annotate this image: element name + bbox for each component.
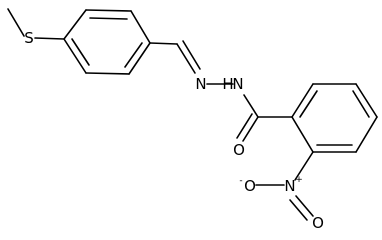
bond-imine-double (182, 40, 201, 70)
structural-formula: S N N H O N + O - O (7, 8, 378, 231)
bond-layer (7, 8, 378, 221)
imine-nitrogen-atom: N (195, 75, 206, 93)
bond-nitro-double (295, 195, 314, 217)
carbonyl-oxygen-atom: O (233, 141, 245, 159)
sulfur-atom: S (24, 29, 34, 47)
ring1-inner-bond (71, 38, 90, 66)
ring1-bond (63, 9, 87, 40)
nitro-oxygen-minus-atom: O (244, 177, 256, 195)
hydrazide-nitrogen-atom: N (232, 75, 243, 93)
ring2-bond (355, 116, 378, 153)
ring2-bond (355, 83, 378, 118)
bond-carbonyl-double (236, 113, 253, 139)
bond-nitro-double (289, 199, 308, 221)
nitro-nitrogen-atom: N (284, 177, 295, 195)
bond-imine-double (176, 43, 196, 74)
ring2-bond (291, 116, 314, 153)
bond-methyl-sulfur (7, 8, 25, 37)
ring1-bond (85, 9, 132, 12)
bond-ring-nitro (294, 151, 314, 181)
atom-layer: S N N H O N + O - O (24, 29, 324, 231)
bond-ring-methine (149, 42, 178, 45)
bond-sulfur-ring (34, 37, 65, 40)
ring1-bond (130, 10, 151, 44)
ring1-bond (63, 38, 87, 74)
ring2-inner-bond (352, 90, 370, 118)
bond-carbonyl-double (242, 116, 259, 142)
nitro-oxygen-charge: - (239, 176, 242, 186)
ring1-bond (85, 72, 130, 75)
hydrazide-hydrogen-atom: H (222, 75, 233, 93)
ring1-inner-bond (124, 42, 143, 68)
ring1-inner-bond (89, 17, 128, 20)
nitro-oxygen-atom: O (312, 214, 324, 231)
ring2-inner-bond (299, 90, 318, 118)
nitro-nitrogen-charge: + (295, 175, 303, 185)
ring2-bond (291, 83, 314, 118)
bond-nh-carbonyl (243, 94, 259, 118)
ring1-bond (128, 42, 151, 75)
